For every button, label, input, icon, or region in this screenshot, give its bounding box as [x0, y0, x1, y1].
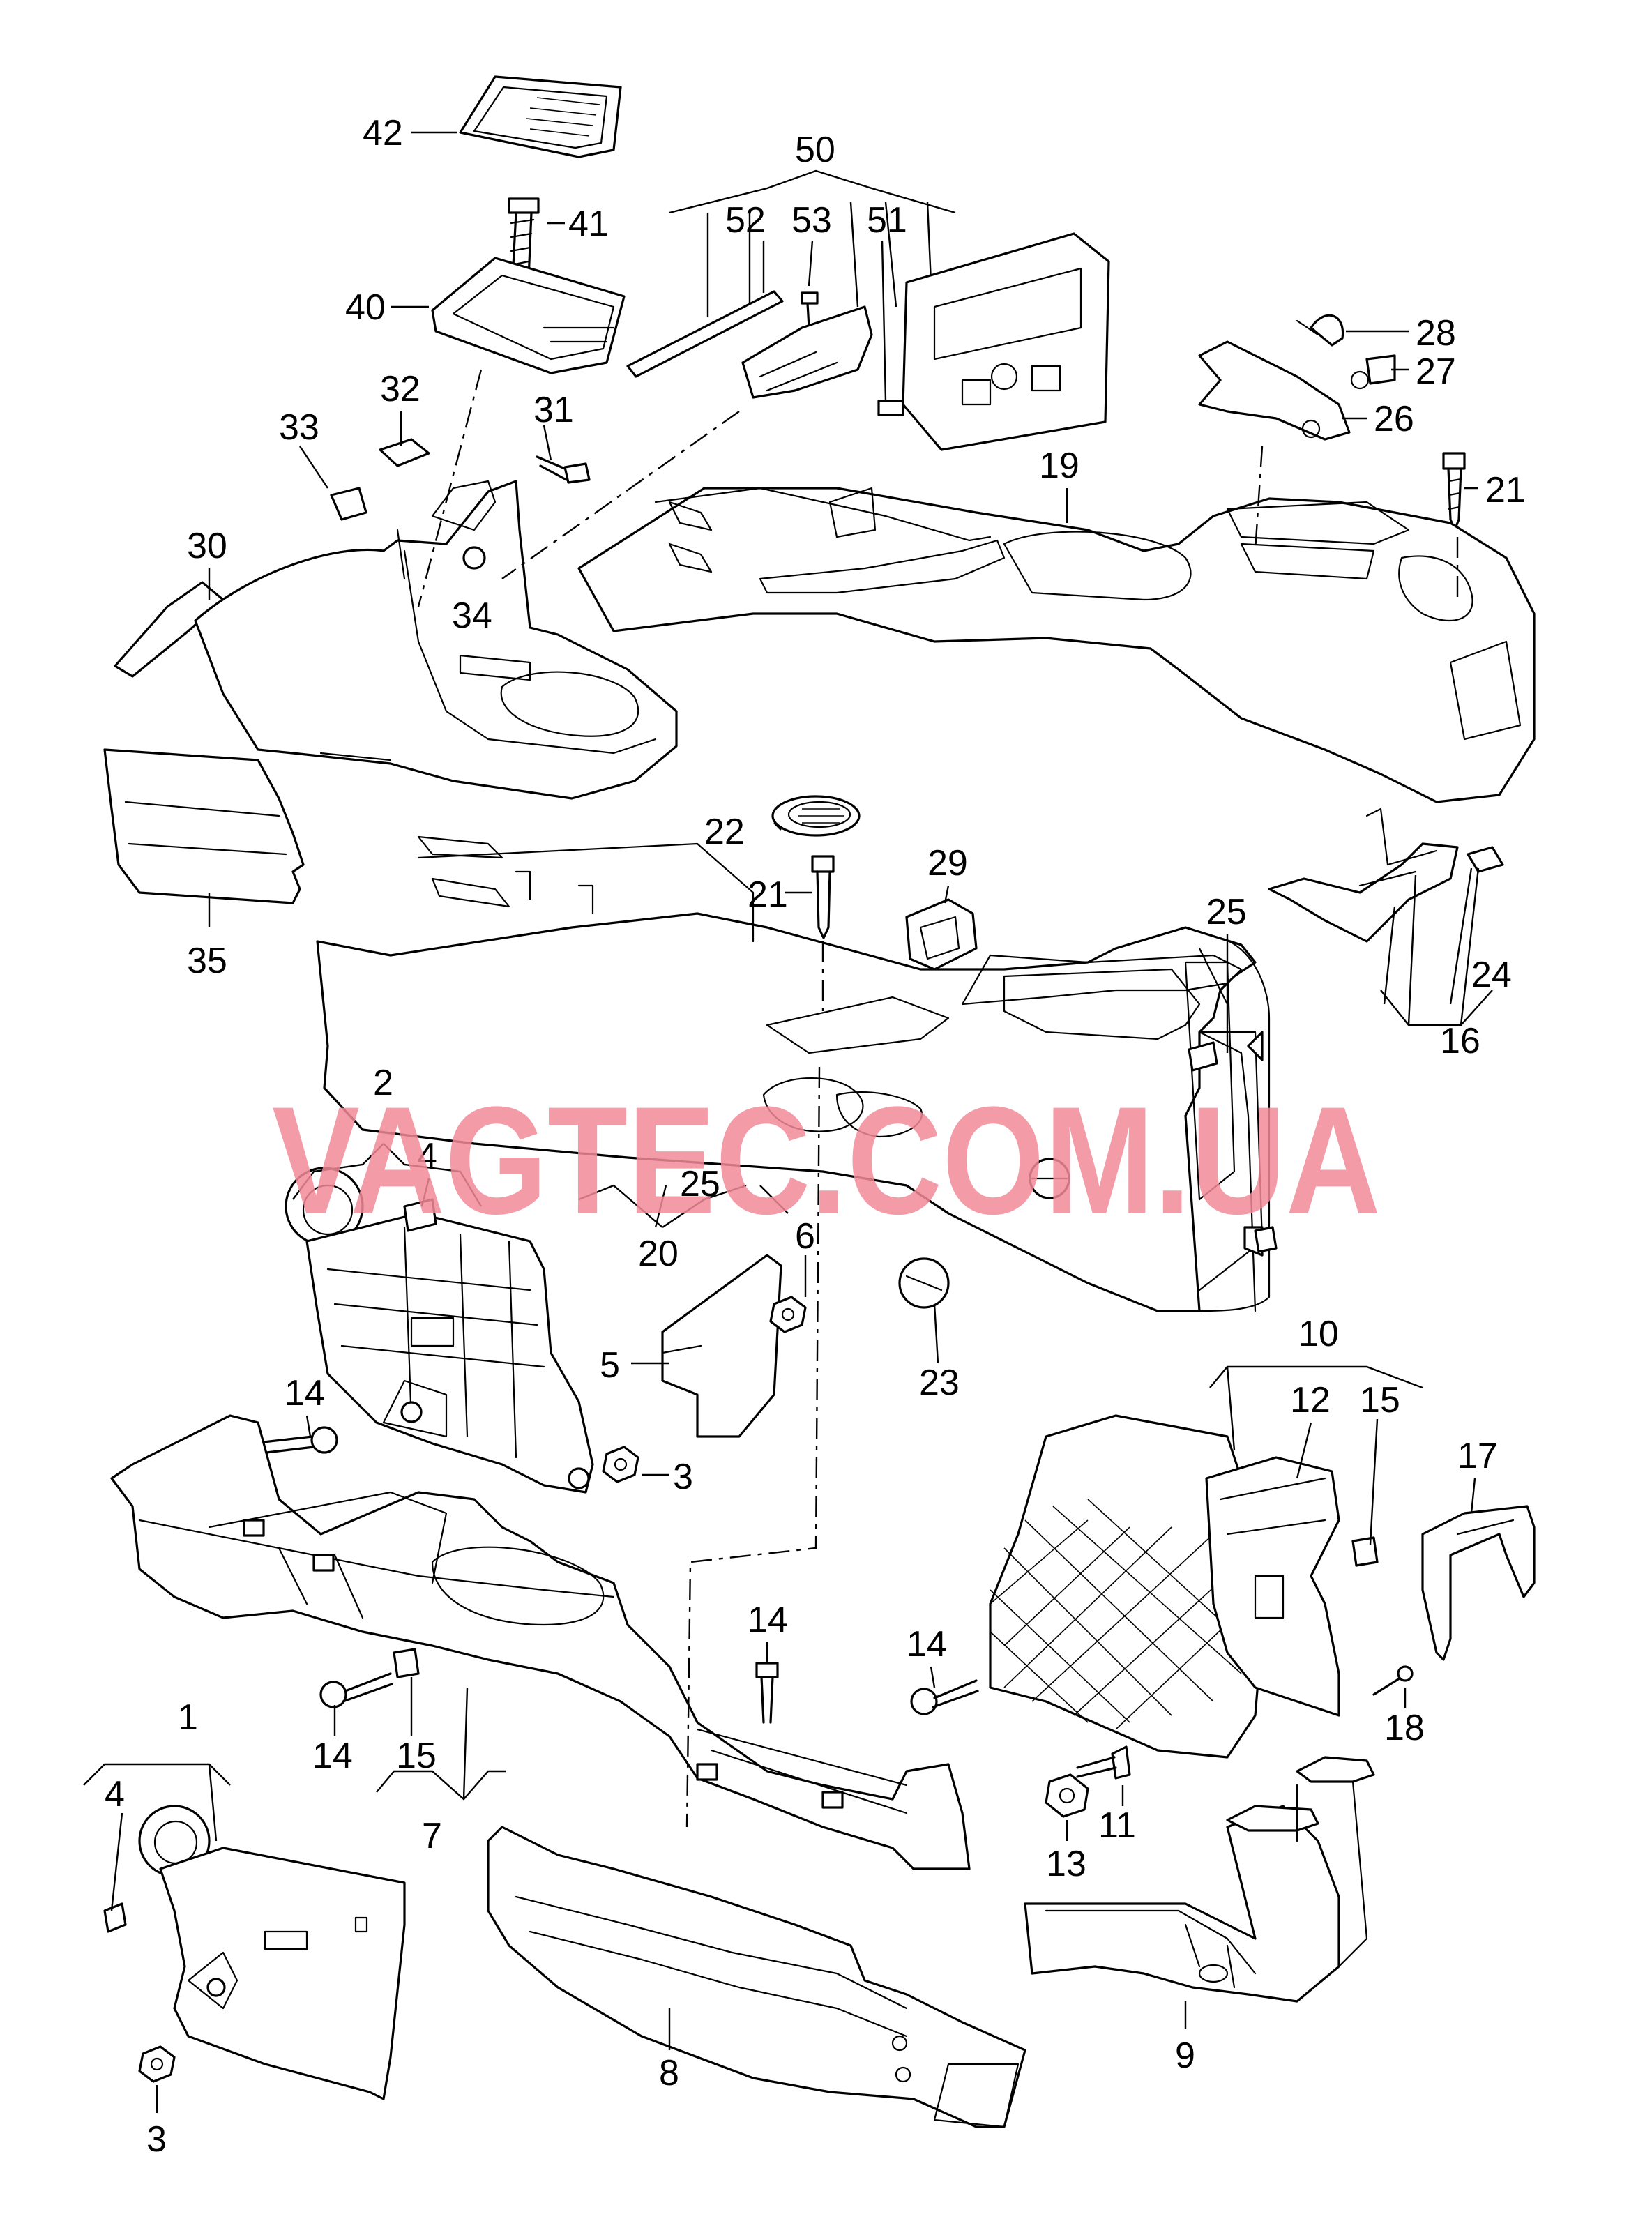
- part-14-screw-b: [319, 1672, 393, 1708]
- label-4-lower: 4: [105, 1774, 125, 1814]
- label-17: 17: [1457, 1436, 1498, 1476]
- label-19: 19: [1039, 446, 1079, 486]
- part-3-nut-upper: [602, 1446, 639, 1483]
- label-7: 7: [422, 1816, 442, 1856]
- part-6-nut: [769, 1296, 807, 1333]
- label-14-b: 14: [312, 1736, 353, 1776]
- label-24: 24: [1471, 955, 1512, 995]
- label-34: 34: [452, 596, 492, 636]
- label-1: 1: [178, 1697, 198, 1738]
- label-13: 13: [1046, 1844, 1086, 1884]
- part-5-bracket: [661, 1254, 782, 1438]
- label-14-c: 14: [748, 1600, 788, 1640]
- label-14-d: 14: [907, 1624, 947, 1665]
- part-11-screw: [1076, 1745, 1131, 1780]
- label-6: 6: [795, 1216, 815, 1257]
- label-3-upper: 3: [673, 1457, 693, 1497]
- part-15-clip-lower: [393, 1648, 420, 1678]
- part-17-cover: [1421, 1505, 1536, 1661]
- label-31: 31: [533, 390, 574, 430]
- part-33-clip: [330, 487, 367, 521]
- part-32-clip: [379, 438, 430, 467]
- label-33: 33: [279, 407, 319, 448]
- part-22-mat: [771, 795, 861, 837]
- label-51: 51: [867, 200, 907, 241]
- part-8-duct: [487, 1826, 1026, 2128]
- part-20-lower-console: [316, 835, 1271, 1312]
- label-21-upper: 21: [1485, 470, 1526, 510]
- label-2: 2: [373, 1063, 393, 1103]
- label-3-lower: 3: [146, 2119, 167, 2160]
- label-20: 20: [638, 1234, 679, 1274]
- part-21-screw-upper: [1442, 452, 1466, 531]
- part-19-upper-console: [577, 487, 1536, 803]
- part-31-screw: [536, 455, 591, 484]
- label-25-middle: 25: [680, 1164, 720, 1204]
- label-52: 52: [725, 200, 766, 241]
- label-21-middle: 21: [748, 874, 788, 915]
- part-3-nut-lower: [138, 2045, 176, 2083]
- label-12: 12: [1290, 1380, 1331, 1420]
- part-1-bracket: [138, 1805, 406, 2100]
- label-16: 16: [1440, 1021, 1480, 1061]
- label-26: 26: [1374, 399, 1414, 439]
- part-50-group: [626, 169, 1110, 451]
- label-11: 11: [1098, 1805, 1136, 1846]
- part-9-duct: [1024, 1756, 1375, 2003]
- part-29-cap: [905, 898, 978, 971]
- label-4-upper: 4: [417, 1136, 437, 1176]
- part-14-screw-a: [250, 1426, 338, 1455]
- part-21-screw-middle: [811, 855, 835, 939]
- part-25-clips: [1188, 1041, 1278, 1253]
- label-50: 50: [795, 130, 835, 170]
- label-32: 32: [380, 369, 420, 409]
- label-5: 5: [600, 1345, 620, 1386]
- label-41: 41: [568, 204, 609, 244]
- label-8: 8: [659, 2053, 679, 2093]
- label-23: 23: [919, 1363, 960, 1403]
- label-25-upper: 25: [1206, 892, 1247, 932]
- label-42: 42: [363, 113, 403, 153]
- label-53: 53: [791, 200, 832, 241]
- part-27-clip: [1350, 354, 1396, 390]
- part-28-clip: [1296, 314, 1344, 347]
- part-left-console: [194, 480, 678, 800]
- label-10: 10: [1298, 1314, 1339, 1354]
- part-14-screw-d: [910, 1679, 979, 1715]
- watermark: VAGTEC.COM.UA: [272, 1075, 1381, 1246]
- label-30: 30: [187, 526, 227, 566]
- label-29: 29: [927, 843, 968, 884]
- part-14-screw-c: [755, 1662, 779, 1724]
- part-2-bracket: [285, 1167, 594, 1494]
- part-40-tray: [431, 257, 626, 374]
- label-40: 40: [345, 287, 386, 328]
- part-4-clip-lower: [103, 1902, 127, 1933]
- part-13-nut: [1045, 1773, 1089, 1818]
- part-7-frame: [110, 1414, 971, 1870]
- part-labels: 42 41 40 32 33 31 30 34 35 50 52 53 51 1…: [105, 113, 1526, 2160]
- label-27: 27: [1416, 351, 1456, 392]
- part-16-bracket: [1268, 808, 1504, 943]
- part-42-mat: [459, 75, 622, 158]
- label-15-right: 15: [1360, 1380, 1400, 1420]
- part-26-cover: [1198, 340, 1351, 441]
- part-23-cap: [898, 1257, 950, 1309]
- part-18-rivet: [1372, 1665, 1414, 1696]
- part-34-clip: [462, 546, 486, 570]
- callout-lines: [83, 131, 1493, 2113]
- leader-lines: [417, 369, 1459, 1828]
- part-10-group: [989, 1414, 1379, 1759]
- label-22: 22: [704, 812, 745, 852]
- label-14-a: 14: [285, 1373, 325, 1413]
- label-9: 9: [1175, 2036, 1195, 2076]
- label-18: 18: [1384, 1708, 1425, 1748]
- label-35: 35: [187, 941, 227, 981]
- part-35-panel: [103, 748, 305, 904]
- label-15-lower: 15: [396, 1736, 437, 1776]
- label-28: 28: [1416, 313, 1456, 354]
